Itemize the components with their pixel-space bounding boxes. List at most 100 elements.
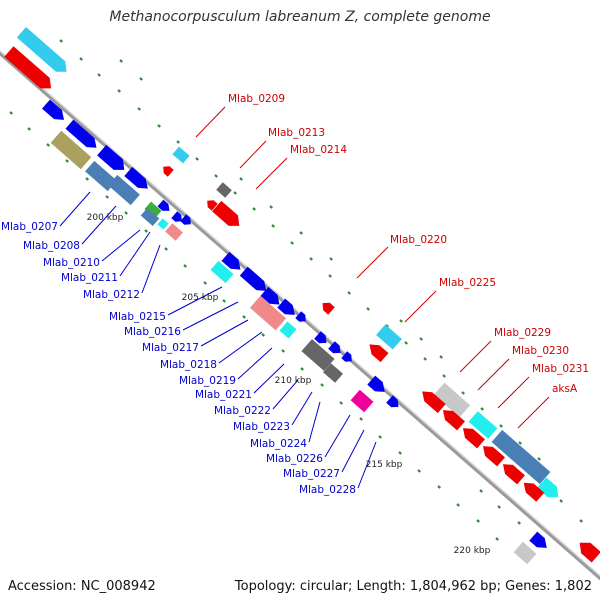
leader-line — [182, 301, 239, 331]
tick-mark — [214, 174, 218, 178]
gene-steel — [85, 160, 117, 192]
gene-red — [207, 200, 218, 211]
position-marker: 220 kbp — [454, 546, 491, 556]
gene-steel — [491, 429, 551, 485]
tick-mark — [164, 247, 168, 251]
gene-label[interactable]: Mlab_0217 — [142, 342, 199, 354]
gene-red — [523, 482, 545, 502]
gene-label[interactable]: Mlab_0221 — [195, 389, 252, 401]
gene-label[interactable]: Mlab_0216 — [124, 326, 181, 338]
tick-mark — [117, 89, 121, 93]
gene-blue — [65, 119, 97, 148]
leader-line — [341, 429, 365, 473]
tick-mark — [299, 231, 303, 235]
leader-line — [308, 401, 321, 443]
leader-line — [141, 244, 161, 294]
gene-label[interactable]: Mlab_0225 — [439, 277, 496, 289]
gene-lightgrey — [513, 541, 537, 565]
leader-line — [291, 391, 313, 426]
leader-line — [195, 106, 226, 138]
gene-aqua — [157, 218, 169, 230]
tick-mark — [439, 355, 443, 359]
gene-blue — [239, 266, 267, 291]
gene-blue — [295, 311, 306, 322]
gene-label[interactable]: Mlab_0223 — [233, 421, 290, 433]
tick-mark — [239, 177, 243, 181]
gene-blue — [97, 144, 125, 170]
tick-mark — [399, 319, 403, 323]
gene-label[interactable]: Mlab_0229 — [494, 327, 551, 339]
gene-label[interactable]: Mlab_0219 — [179, 375, 236, 387]
tick-mark — [398, 451, 402, 455]
tick-mark — [329, 257, 333, 261]
tick-mark — [97, 73, 101, 77]
tick-mark — [242, 315, 246, 319]
gene-label[interactable]: Mlab_0214 — [290, 144, 347, 156]
gene-label[interactable]: Mlab_0230 — [512, 345, 569, 357]
gene-red — [503, 464, 525, 485]
gene-label[interactable]: aksA — [552, 383, 578, 395]
gene-aqua — [210, 260, 234, 284]
gene-label[interactable]: Mlab_0227 — [283, 468, 340, 480]
gene-magenta — [350, 389, 374, 413]
gene-label[interactable]: Mlab_0215 — [109, 311, 166, 323]
gene-label[interactable]: Mlab_0209 — [228, 93, 285, 105]
tick-mark — [27, 127, 31, 131]
tick-mark — [290, 241, 294, 245]
map-title: Methanocorpusculum labreanum Z, complete… — [109, 9, 491, 25]
tick-mark — [417, 469, 421, 473]
leader-line — [167, 286, 223, 316]
gene-grey — [301, 339, 335, 371]
gene-steel — [108, 174, 140, 206]
gene-label[interactable]: Mlab_0211 — [61, 272, 118, 284]
gene-label[interactable]: Mlab_0210 — [43, 257, 100, 269]
gene-red — [163, 166, 174, 177]
gene-label[interactable]: Mlab_0208 — [23, 240, 80, 252]
tick-mark — [476, 519, 480, 523]
tick-mark — [139, 77, 143, 81]
tick-mark — [222, 299, 226, 303]
leader-line — [255, 157, 288, 190]
gene-label[interactable]: Mlab_0220 — [390, 234, 447, 246]
gene-blue — [180, 214, 191, 225]
tick-mark — [203, 281, 207, 285]
tick-mark — [320, 383, 324, 387]
gene-blue — [42, 99, 64, 120]
gene-labels: Mlab_0209Mlab_0213Mlab_0214Mlab_0220Mlab… — [1, 93, 589, 496]
tick-mark — [456, 503, 460, 507]
tick-marks — [9, 39, 583, 541]
tick-mark — [423, 357, 427, 361]
label-leader-lines — [59, 106, 550, 489]
gene-cyan — [376, 324, 402, 350]
gene-blue — [341, 351, 352, 362]
leader-line — [237, 347, 273, 380]
leader-line — [459, 340, 492, 373]
gene-label[interactable]: Mlab_0207 — [1, 221, 58, 233]
accession-text: Accession: NC_008942 — [8, 579, 156, 594]
gene-blue — [386, 395, 399, 408]
tick-mark — [59, 39, 63, 43]
gene-label[interactable]: Mlab_0212 — [83, 289, 140, 301]
gene-grey — [323, 363, 343, 383]
gene-label[interactable]: Mlab_0226 — [266, 453, 323, 465]
gene-blue — [314, 331, 327, 344]
gene-label[interactable]: Mlab_0218 — [160, 359, 217, 371]
gene-cyan — [172, 146, 190, 164]
tick-mark — [233, 191, 237, 195]
gene-label[interactable]: Mlab_0228 — [299, 484, 356, 496]
tick-mark — [559, 499, 563, 503]
gene-label[interactable]: Mlab_0231 — [532, 363, 589, 375]
tick-mark — [537, 457, 541, 461]
leader-line — [200, 319, 249, 347]
tick-mark — [119, 59, 123, 63]
gene-features — [4, 27, 600, 565]
leader-line — [59, 191, 91, 227]
tick-mark — [499, 424, 503, 428]
leader-line — [119, 231, 151, 277]
gene-label[interactable]: Mlab_0224 — [250, 438, 307, 450]
gene-label[interactable]: Mlab_0222 — [214, 405, 271, 417]
gene-label[interactable]: Mlab_0213 — [268, 127, 325, 139]
leader-line — [324, 414, 351, 458]
tick-mark — [517, 521, 521, 525]
